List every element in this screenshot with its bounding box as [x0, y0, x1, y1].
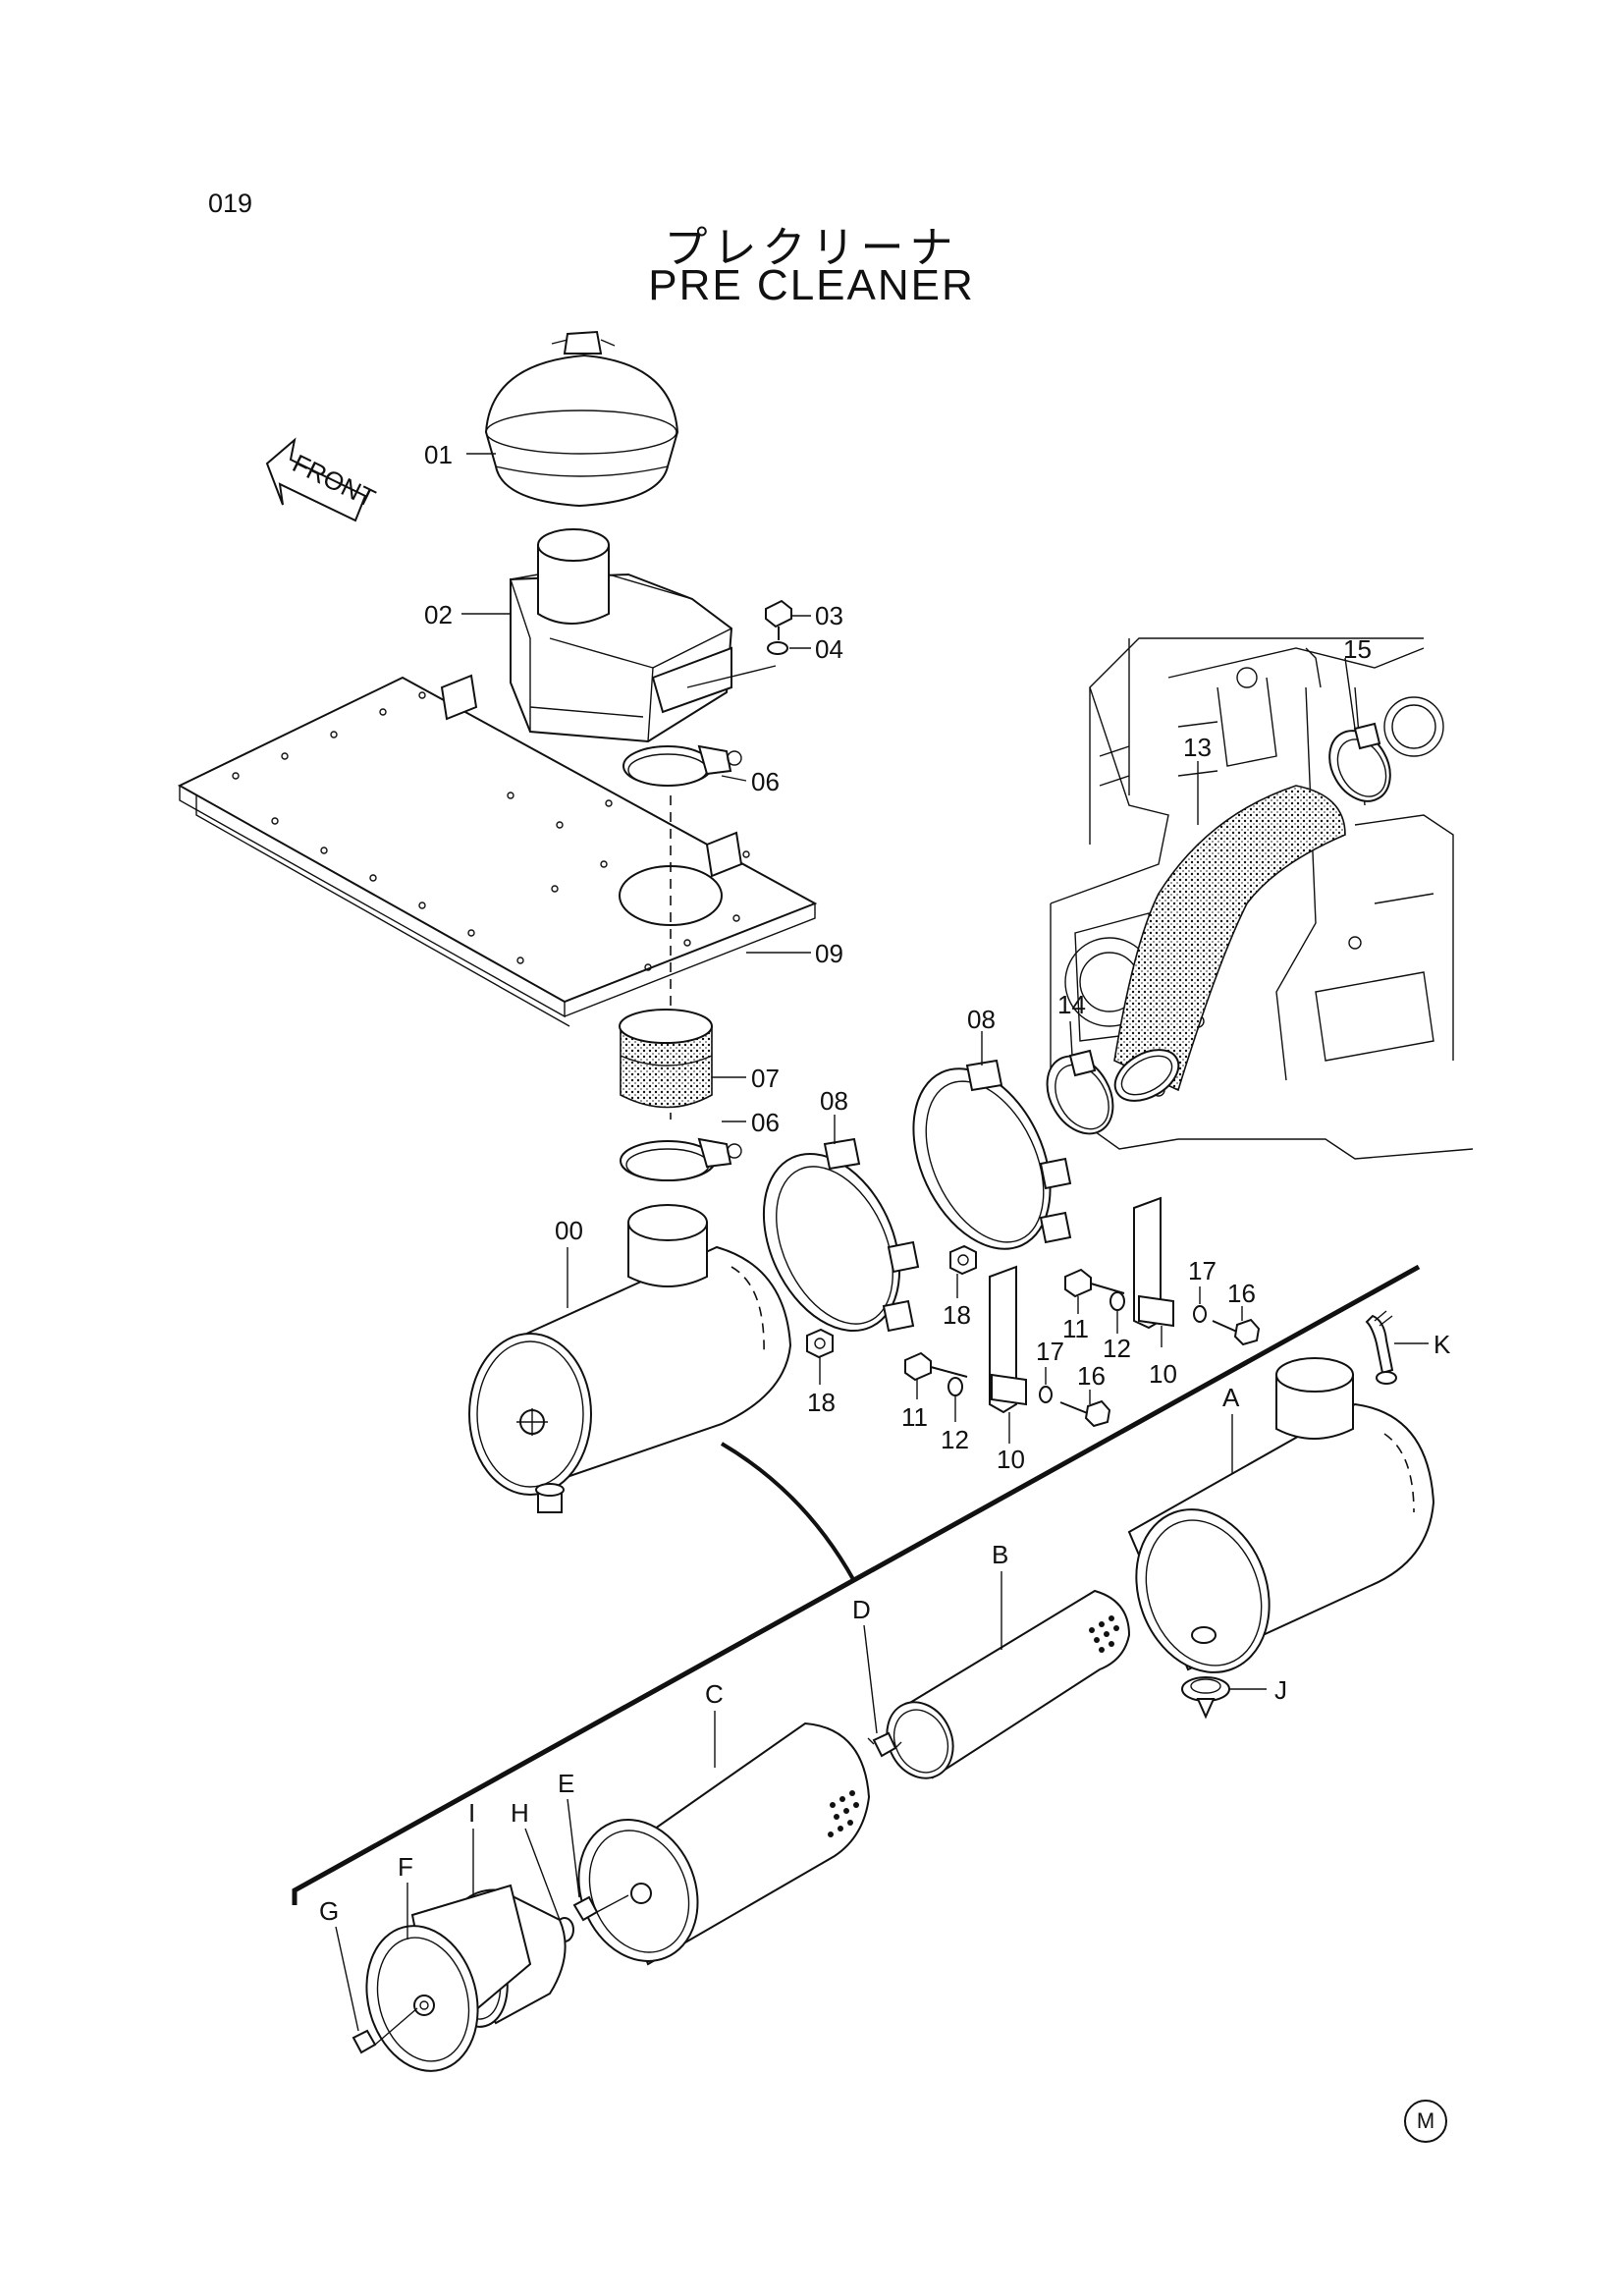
title-japanese: プレクリーナ [664, 223, 959, 273]
callout-18-right: 18 [943, 1300, 971, 1330]
part-07-rubber-hose [619, 1009, 713, 1109]
callout-J: J [1274, 1675, 1287, 1705]
part-06-clamp-upper [622, 744, 742, 787]
detail-leader-curve [720, 1442, 856, 1582]
callout-12-left: 12 [941, 1425, 969, 1454]
callout-17-left: 17 [1036, 1337, 1064, 1366]
callout-17-right: 17 [1188, 1256, 1217, 1285]
part-C-outer-element [577, 1722, 871, 1966]
part-17-washer-left [1039, 1386, 1053, 1403]
part-06-clamp-lower [620, 1137, 742, 1181]
callout-B: B [992, 1540, 1008, 1569]
front-arrow-label: FRONT [288, 448, 380, 513]
part-16-bolt-left [1059, 1399, 1111, 1428]
callout-E: E [558, 1769, 574, 1798]
part-10-bracket-left [989, 1265, 1027, 1414]
page-number: 019 [208, 189, 253, 218]
part-12-washer-left [947, 1377, 963, 1396]
callout-06-upper: 06 [751, 767, 780, 796]
part-01-cap [484, 330, 679, 508]
callout-08-right: 08 [967, 1005, 996, 1034]
part-K-service-indicator [1365, 1310, 1397, 1385]
callout-H: H [511, 1798, 529, 1828]
callout-C: C [705, 1679, 724, 1709]
callout-12-right: 12 [1103, 1334, 1131, 1363]
part-B-inner-element [886, 1589, 1131, 1779]
callout-18-left: 18 [807, 1388, 836, 1417]
callout-G: G [319, 1896, 339, 1926]
engine-block-illustration [1050, 637, 1474, 1160]
callout-F: F [398, 1852, 413, 1882]
part-13-intake-hose [1113, 785, 1346, 1102]
part-14-hose-clamp [1046, 1049, 1114, 1135]
callout-04: 04 [815, 634, 843, 664]
callout-06-lower: 06 [751, 1108, 780, 1137]
title-english: PRE CLEANER [648, 261, 975, 309]
detail-break-line [292, 1264, 1421, 1905]
part-17-washer-right [1193, 1305, 1207, 1323]
callout-11-right: 11 [1062, 1314, 1089, 1343]
part-15-hose-clamp [1328, 722, 1391, 802]
footer-m-mark: M [1404, 2100, 1447, 2143]
part-J-valve [1181, 1676, 1230, 1720]
part-18-nut-right [949, 1244, 977, 1276]
part-03-bolt [765, 599, 792, 640]
callout-16-left: 16 [1077, 1361, 1106, 1391]
part-16-bolt-right [1212, 1318, 1261, 1346]
mounting-holes [232, 691, 750, 971]
callout-00: 00 [555, 1216, 583, 1245]
callout-I: I [468, 1798, 475, 1828]
callout-D: D [852, 1595, 871, 1624]
callout-K: K [1434, 1330, 1451, 1359]
callout-13: 13 [1183, 733, 1212, 762]
part-10-bracket-right [1133, 1196, 1174, 1330]
part-08-band-left [762, 1137, 920, 1333]
callout-08-left: 08 [820, 1086, 848, 1116]
part-A-housing [1127, 1357, 1435, 1673]
part-E-wing-nut [572, 1894, 629, 1922]
perforation-dots-B [1089, 1615, 1119, 1653]
callout-A: A [1222, 1383, 1240, 1412]
callout-15: 15 [1343, 634, 1372, 664]
part-11-bolt-right [1064, 1268, 1125, 1298]
callout-07: 07 [751, 1064, 780, 1093]
part-04-washer [767, 641, 788, 655]
callout-09: 09 [815, 939, 843, 968]
perforation-dots-C [828, 1790, 859, 1837]
callout-01: 01 [424, 440, 453, 469]
part-00-pre-cleaner-assembly [468, 1204, 792, 1513]
callout-16-right: 16 [1227, 1279, 1256, 1308]
part-12-washer-right [1109, 1291, 1125, 1311]
callout-10-left: 10 [997, 1445, 1025, 1474]
part-D-wing-nut [867, 1731, 902, 1758]
callout-02: 02 [424, 600, 453, 629]
part-18-nut-left [806, 1328, 834, 1359]
part-G-wing-nut [352, 2007, 418, 2054]
part-02-inlet-hood [510, 528, 733, 743]
callout-10-right: 10 [1149, 1359, 1177, 1389]
callout-14: 14 [1057, 990, 1086, 1019]
part-08-band-right [912, 1059, 1072, 1250]
part-F-cover [365, 1884, 532, 2072]
callout-11-left: 11 [901, 1402, 928, 1432]
front-arrow-icon: FRONT [265, 437, 380, 522]
callout-03: 03 [815, 601, 843, 630]
part-11-bolt-left [904, 1351, 968, 1382]
part-09-mounting-plate [177, 674, 818, 1027]
